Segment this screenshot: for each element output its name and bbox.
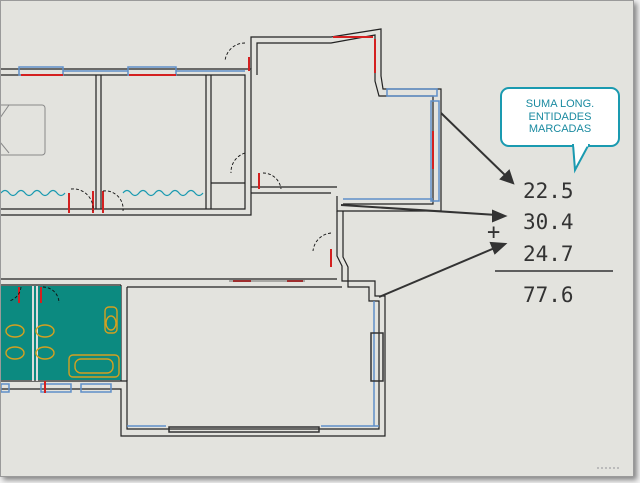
bathroom-area	[1, 286, 121, 380]
door-swings-lower	[8, 232, 332, 304]
sum-value-3: 24.7	[523, 242, 574, 266]
callout-bubble: SUMA LONG. ENTIDADES MARCADAS	[500, 87, 620, 147]
callout-pointer	[571, 144, 591, 174]
radiator-icon	[1, 189, 204, 197]
sum-total: 77.6	[523, 283, 574, 307]
cad-viewport[interactable]: 22.5 30.4 + 24.7 77.6 SUMA LONG. ENTIDAD…	[0, 0, 634, 477]
sink-icon	[5, 324, 55, 360]
callout-line-2: ENTIDADES	[528, 110, 592, 123]
bed-icon	[1, 104, 46, 156]
upper-door-swings	[70, 42, 282, 212]
bathtub-icon	[68, 354, 120, 378]
lower-windows	[1, 301, 384, 433]
upper-windows	[18, 66, 440, 202]
sum-value-2: 30.4	[523, 210, 574, 234]
sum-operator: +	[487, 220, 500, 245]
toilet-icon	[104, 306, 118, 334]
floor-plan: 22.5 30.4 + 24.7 77.6	[1, 28, 619, 469]
upper-selected-entities	[21, 36, 434, 213]
callout-line-1: SUMA LONG.	[525, 98, 595, 110]
leader-arrows	[340, 112, 515, 298]
sum-value-1: 22.5	[523, 179, 574, 203]
lower-wing-walls	[1, 211, 386, 437]
callout-line-3: MARCADAS	[528, 123, 592, 135]
